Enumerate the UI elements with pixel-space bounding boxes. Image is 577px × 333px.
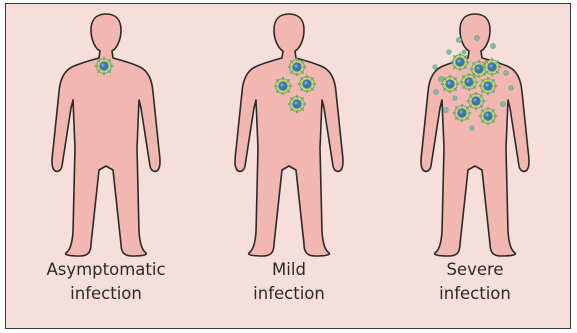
coronavirus-icon <box>483 58 500 75</box>
shed-particle <box>433 65 437 69</box>
shed-particle <box>444 108 449 113</box>
caption-line-1: Mild <box>209 258 369 282</box>
shed-particle <box>434 90 439 95</box>
coronavirus-icon <box>460 73 477 90</box>
caption-line-2: infection <box>209 282 369 306</box>
shed-particle <box>509 86 513 90</box>
shed-particle <box>456 37 461 42</box>
coronavirus-icon <box>95 57 112 74</box>
coronavirus-icon <box>288 58 305 75</box>
caption-line-1: Asymptomatic <box>26 258 186 282</box>
shed-particle <box>462 50 466 54</box>
caption-severe: Severe infection <box>395 258 555 306</box>
body-silhouette-icon <box>52 14 160 256</box>
body-silhouette-icon <box>235 14 343 256</box>
virus-particles <box>95 57 112 74</box>
coronavirus-icon <box>298 75 315 92</box>
caption-mild: Mild infection <box>209 258 369 306</box>
coronavirus-icon <box>451 53 468 70</box>
shed-particle <box>475 36 480 41</box>
coronavirus-icon <box>441 75 458 92</box>
shed-particle <box>438 76 443 81</box>
caption-line-1: Severe <box>395 258 555 282</box>
shed-particle <box>504 71 509 76</box>
body-silhouette-icon <box>421 14 529 256</box>
shed-particle <box>470 126 475 131</box>
coronavirus-icon <box>467 92 484 109</box>
caption-line-2: infection <box>395 282 555 306</box>
coronavirus-icon <box>274 77 291 94</box>
coronavirus-icon <box>288 95 305 112</box>
shed-particle <box>447 50 452 55</box>
shed-particle <box>453 96 457 100</box>
figure-mild <box>235 14 343 256</box>
shed-particle <box>501 102 506 107</box>
shed-particle <box>491 44 496 49</box>
figure-asymptomatic <box>52 14 160 256</box>
coronavirus-icon <box>479 107 496 124</box>
coronavirus-icon <box>479 77 496 94</box>
coronavirus-icon <box>453 104 470 121</box>
caption-line-2: infection <box>26 282 186 306</box>
figure-severe <box>421 14 529 256</box>
caption-asymptomatic: Asymptomatic infection <box>26 258 186 306</box>
